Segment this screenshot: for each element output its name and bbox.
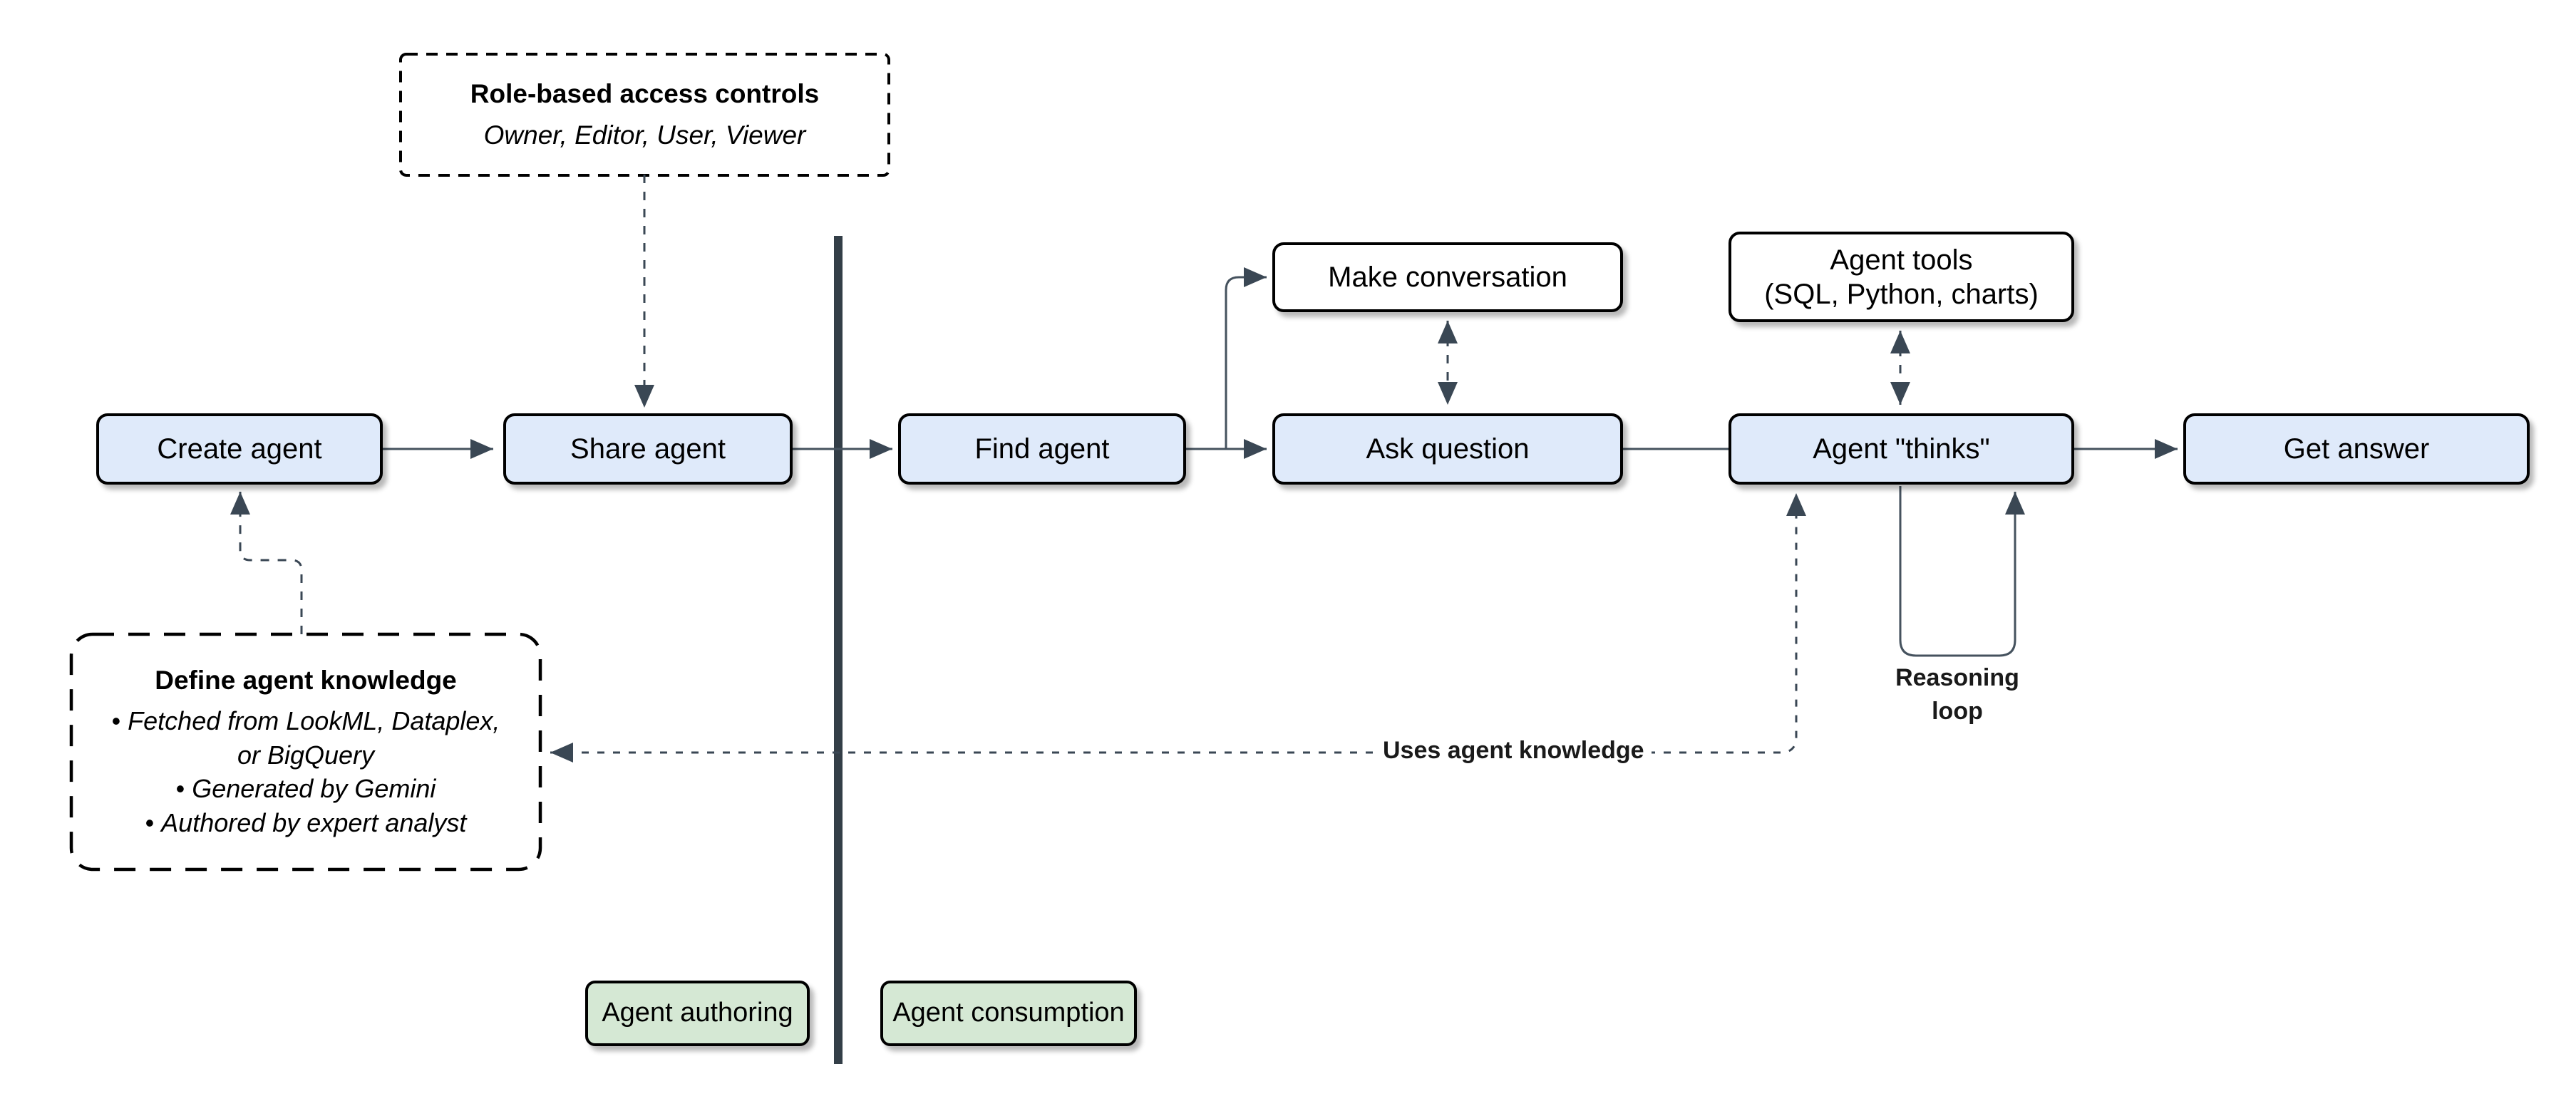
label-uses-agent-knowledge: Uses agent knowledge: [1376, 735, 1652, 767]
label-reasoning-loop: Reasoning loop: [1895, 664, 2019, 725]
node-get-answer: Get answer: [2183, 413, 2530, 485]
node-find-agent: Find agent: [898, 413, 1186, 485]
zone-label-agent-consumption: Agent consumption: [880, 981, 1137, 1046]
edge-reasoning-loop: [1899, 486, 2025, 657]
knowledge-bullet: Authored by expert analyst: [106, 806, 505, 840]
node-ask-question: Ask question: [1272, 413, 1623, 485]
node-share-agent: Share agent: [503, 413, 793, 485]
edge-uses-agent-knowledge: [550, 493, 1806, 763]
node-make-conversation: Make conversation: [1272, 242, 1623, 312]
note-define-agent-knowledge: Define agent knowledge Fetched from Look…: [71, 634, 540, 869]
knowledge-title: Define agent knowledge: [155, 665, 457, 695]
note-role-based-access: Role-based access controls Owner, Editor…: [401, 54, 889, 175]
rbac-title: Role-based access controls: [470, 78, 820, 108]
node-agent-tools: Agent tools (SQL, Python, charts): [1729, 232, 2074, 322]
knowledge-bullet-list: Fetched from LookML, Dataplex, or BigQue…: [106, 704, 505, 839]
node-agent-thinks: Agent "thinks": [1729, 413, 2074, 485]
rbac-roles: Owner, Editor, User, Viewer: [483, 120, 806, 150]
knowledge-bullet: Generated by Gemini: [106, 772, 505, 806]
edge-find-to-make-conversation: [1225, 267, 1267, 449]
edge-knowledge-to-create: [230, 492, 303, 634]
zone-divider: [834, 236, 843, 1064]
node-create-agent: Create agent: [96, 413, 383, 485]
knowledge-bullet: Fetched from LookML, Dataplex, or BigQue…: [106, 704, 505, 772]
knowledge-note-border: [69, 632, 542, 872]
zone-label-agent-authoring: Agent authoring: [585, 981, 810, 1046]
